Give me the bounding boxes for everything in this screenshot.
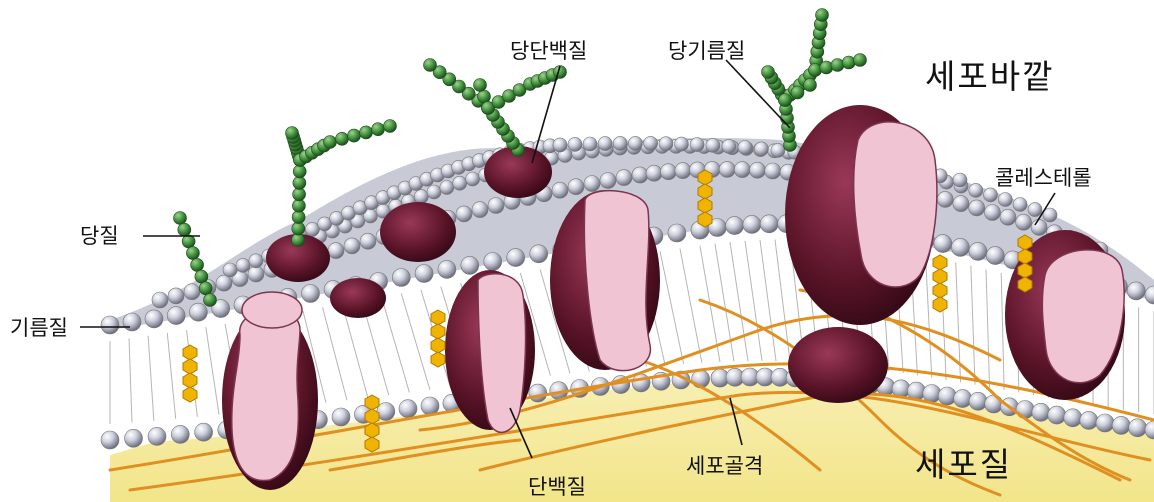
label-glycoprotein: 당단백질 xyxy=(510,39,587,63)
transmembrane-protein-3 xyxy=(550,190,660,371)
label-cytoplasm: 세포질 xyxy=(915,445,1012,484)
label-protein: 단백질 xyxy=(528,475,586,499)
label-outside-cell: 세포바깥 xyxy=(925,57,1054,96)
label-glycolipid: 당기름질 xyxy=(668,39,745,63)
label-carbohydrate: 당질 xyxy=(80,224,119,248)
label-cholesterol: 콜레스테롤 xyxy=(995,166,1092,190)
label-lipid: 기름질 xyxy=(10,316,68,340)
label-cytoskeleton: 세포골격 xyxy=(686,454,763,478)
